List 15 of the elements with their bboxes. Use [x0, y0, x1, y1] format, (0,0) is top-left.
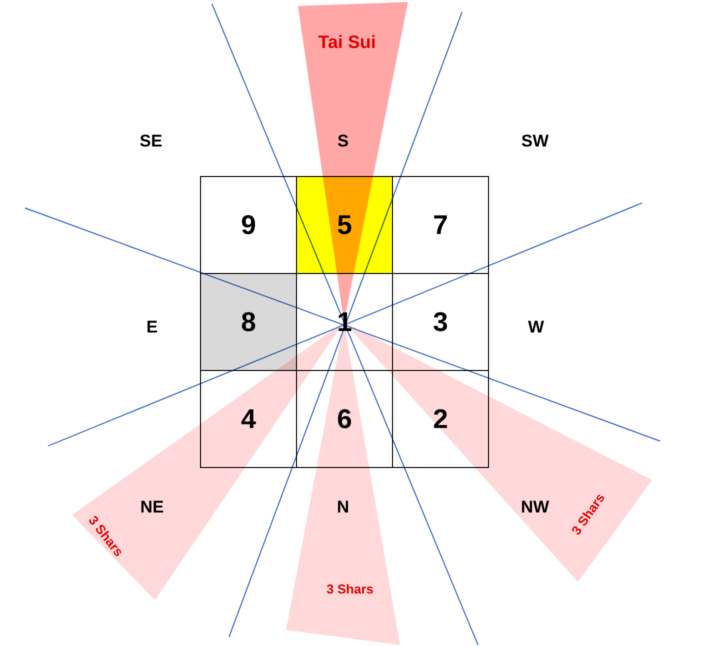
direction-label: 3 Shars [326, 582, 374, 596]
direction-label: E [146, 318, 158, 336]
direction-label: SE [140, 132, 162, 150]
grid-cell: 8 [200, 273, 297, 371]
grid-cell: 2 [392, 370, 489, 468]
grid-cell: 4 [200, 370, 297, 468]
direction-label: NE [140, 498, 164, 516]
grid-cell: 5 [296, 176, 393, 274]
grid-cell: 7 [392, 176, 489, 274]
direction-label: SW [521, 132, 549, 150]
direction-label: Tai Sui [318, 33, 376, 51]
direction-label: W [528, 318, 544, 336]
direction-label: N [336, 498, 350, 516]
direction-label: S [337, 132, 349, 150]
direction-label: NW [520, 498, 550, 516]
